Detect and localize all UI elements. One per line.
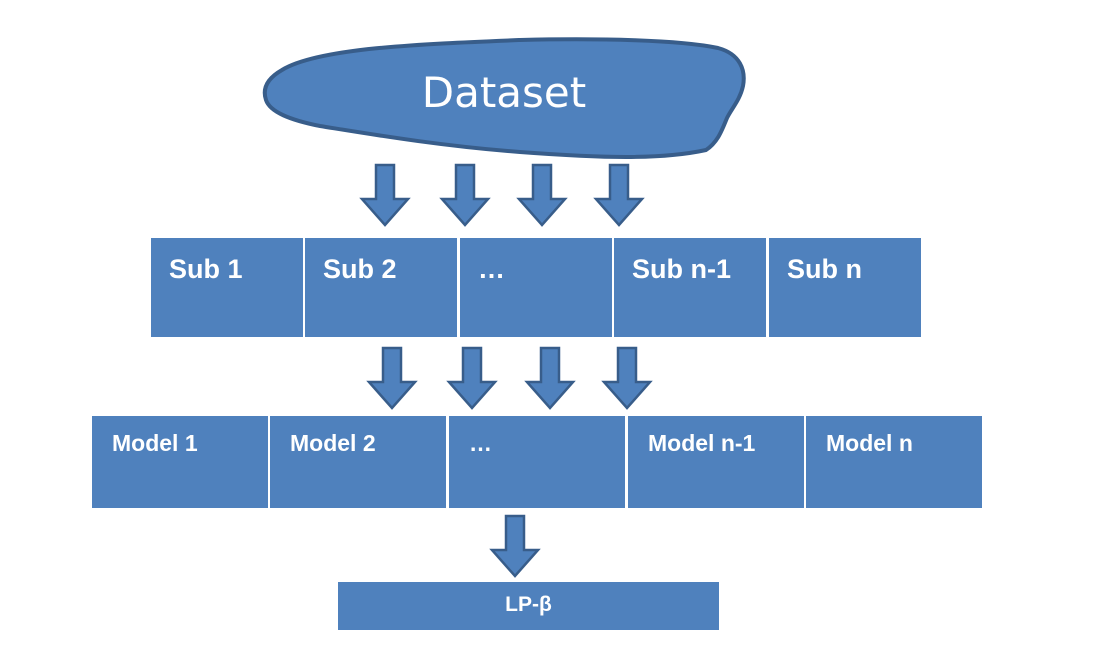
down-arrow-icon — [439, 163, 491, 227]
subset-label: Sub 1 — [169, 254, 243, 284]
model-box-n-minus-1: Model n-1 — [628, 416, 804, 508]
down-arrow-icon — [359, 163, 411, 227]
arrows-dataset-to-subsets — [359, 163, 645, 227]
subset-box-2: Sub 2 — [305, 238, 457, 337]
down-arrow-icon — [593, 163, 645, 227]
subset-label: … — [478, 254, 505, 284]
model-box-1: Model 1 — [92, 416, 268, 508]
subset-label: Sub 2 — [323, 254, 397, 284]
model-label: Model n-1 — [648, 430, 756, 456]
down-arrow-icon — [516, 163, 568, 227]
output-label: LP-β — [505, 593, 552, 616]
subset-box-n-minus-1: Sub n-1 — [614, 238, 766, 337]
subset-label: Sub n — [787, 254, 862, 284]
subset-box-1: Sub 1 — [151, 238, 303, 337]
model-box-2: Model 2 — [270, 416, 446, 508]
subset-box-n: Sub n — [769, 238, 921, 337]
model-box-n: Model n — [806, 416, 982, 508]
model-label: … — [469, 430, 492, 456]
down-arrow-icon — [366, 346, 418, 410]
arrows-models-to-output — [489, 514, 541, 578]
output-box: LP-β — [338, 582, 719, 630]
subset-label: Sub n-1 — [632, 254, 731, 284]
subset-box-ellipsis: … — [460, 238, 612, 337]
model-label: Model 2 — [290, 430, 376, 456]
dataset-cloud — [262, 37, 746, 159]
arrows-subsets-to-models — [366, 346, 653, 410]
model-label: Model n — [826, 430, 913, 456]
down-arrow-icon — [489, 514, 541, 578]
down-arrow-icon — [446, 346, 498, 410]
down-arrow-icon — [601, 346, 653, 410]
model-label: Model 1 — [112, 430, 198, 456]
down-arrow-icon — [524, 346, 576, 410]
model-box-ellipsis: … — [449, 416, 625, 508]
dataset-label: Dataset — [421, 68, 587, 117]
